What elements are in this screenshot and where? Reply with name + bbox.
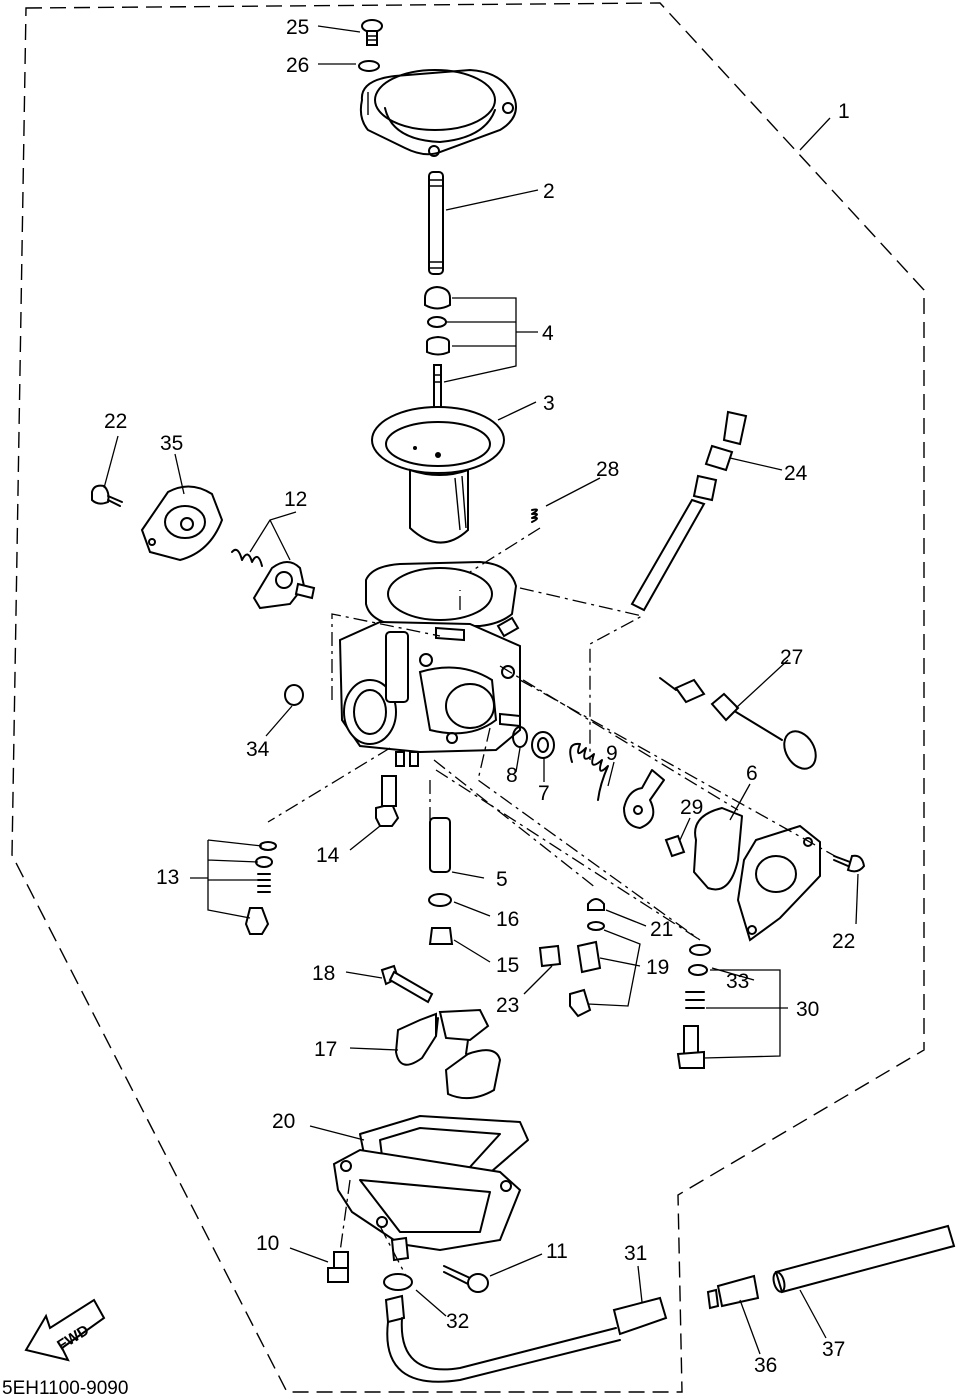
part-14-jet — [375, 775, 400, 827]
callout-7: 7 — [538, 782, 550, 805]
part-37-pipe — [772, 1224, 956, 1294]
callout-18: 18 — [312, 962, 335, 985]
callout-33: 33 — [726, 970, 749, 993]
callout-25: 25 — [286, 16, 309, 39]
part-18-pin — [380, 964, 434, 1004]
part-carb-top-cover — [359, 68, 517, 157]
callout-13: 13 — [156, 866, 179, 889]
callout-11: 11 — [546, 1240, 568, 1263]
part-21-seat — [587, 898, 605, 911]
part-17-float — [394, 1008, 502, 1100]
part-4-needle-set — [424, 285, 451, 436]
part-23-jet — [538, 944, 562, 968]
part-34-plug — [284, 684, 304, 706]
callout-16: 16 — [496, 908, 519, 931]
assembly-boundary — [11, 2, 925, 1393]
callout-22-right: 22 — [832, 930, 855, 953]
part-25-screw — [361, 19, 383, 46]
callout-15: 15 — [496, 954, 519, 977]
callout-35: 35 — [160, 432, 183, 455]
callout-1: 1 — [838, 100, 850, 123]
part-11-drain-screw — [443, 1265, 489, 1293]
part-13-screw-set — [244, 841, 277, 935]
part-30-screw-set — [676, 991, 705, 1069]
leader-lines — [103, 25, 859, 1355]
part-19-needle-valve — [569, 921, 605, 1018]
callout-27: 27 — [780, 646, 803, 669]
callout-30: 30 — [796, 998, 819, 1021]
callout-26: 26 — [286, 54, 309, 77]
callout-10: 10 — [256, 1232, 279, 1255]
callout-12: 12 — [284, 488, 307, 511]
part-33-washer — [689, 944, 711, 956]
part-carburetor-body — [338, 560, 521, 767]
callout-14: 14 — [316, 844, 340, 867]
callout-36: 36 — [754, 1354, 777, 1377]
fwd-arrow-icon: FWD — [24, 1298, 106, 1362]
callout-3: 3 — [543, 392, 555, 415]
callout-31: 31 — [624, 1242, 647, 1265]
part-16-washer — [428, 893, 452, 907]
part-28-spring — [531, 508, 538, 523]
callout-37: 37 — [822, 1338, 845, 1361]
callout-20: 20 — [272, 1110, 295, 1133]
callout-32: 32 — [446, 1310, 469, 1333]
part-choke-cover — [736, 824, 821, 942]
callout-23: 23 — [496, 994, 519, 1017]
part-27-stem — [659, 677, 817, 770]
part-24-tube — [630, 410, 748, 612]
assembly-reference-lines — [267, 527, 843, 1277]
part-float-bowl — [332, 1148, 522, 1262]
part-33b-washer — [688, 964, 708, 976]
callout-21: 21 — [650, 918, 673, 941]
callout-9: 9 — [606, 742, 618, 765]
callout-29: 29 — [680, 796, 703, 819]
callout-22-left: 22 — [104, 410, 127, 433]
part-5-needle-jet — [429, 817, 451, 873]
part-10-screw — [327, 1251, 349, 1283]
callout-8: 8 — [506, 764, 518, 787]
callout-labels: 1 2 3 4 5 6 7 8 9 10 11 12 13 14 15 16 1… — [104, 16, 855, 1377]
part-36-joint — [706, 1274, 760, 1310]
part-32-oring — [383, 1273, 413, 1291]
part-code: 5EH1100-9090 — [2, 1378, 128, 1399]
part-15-main-jet — [428, 927, 454, 945]
part-12-valve — [231, 548, 316, 610]
callout-28: 28 — [596, 458, 619, 481]
part-2-rod — [428, 171, 444, 275]
part-26-washer — [358, 60, 380, 72]
part-35-cover — [140, 485, 224, 562]
callout-17: 17 — [314, 1038, 337, 1061]
callout-6: 6 — [746, 762, 758, 785]
part-22-screw-left — [91, 484, 123, 507]
part-drain-hose — [384, 1294, 621, 1383]
callout-4: 4 — [542, 322, 554, 345]
part-9-spring — [569, 742, 609, 801]
part-8-washer — [512, 726, 528, 748]
part-31-hose-end — [612, 1296, 668, 1336]
part-3-diaphragm-slide — [371, 406, 505, 544]
part-29-bracket — [623, 769, 686, 858]
callout-34: 34 — [246, 738, 270, 761]
callout-5: 5 — [496, 868, 508, 891]
part-6-gasket — [693, 807, 743, 891]
callout-19: 19 — [646, 956, 669, 979]
callout-24: 24 — [784, 462, 808, 485]
callout-2: 2 — [543, 180, 555, 203]
part-7-seal — [531, 731, 555, 759]
